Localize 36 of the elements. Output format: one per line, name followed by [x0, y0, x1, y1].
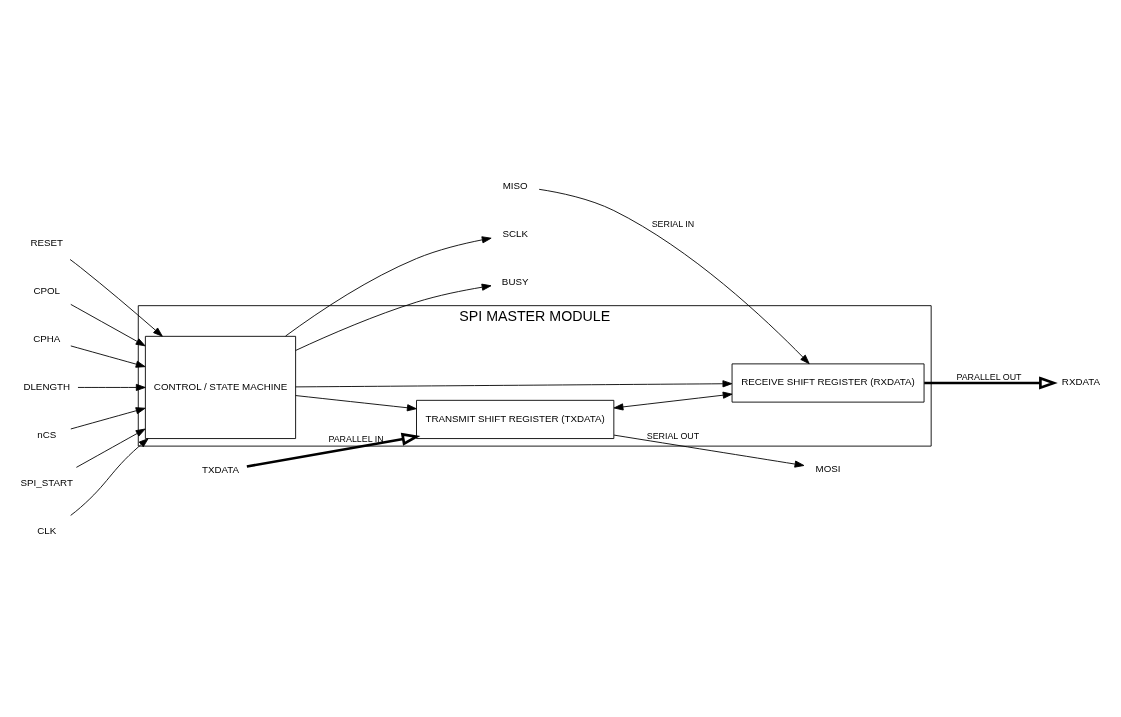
arrow [70, 344, 146, 368]
edge-label: SERIAL OUT [646, 430, 700, 441]
node-text: CPOL [33, 284, 61, 296]
node-text: CPHA [33, 332, 61, 344]
node-text: RESET [30, 236, 63, 248]
node-text: SPI_START [20, 476, 73, 488]
node-text: BUSY [501, 275, 529, 287]
arrow [75, 428, 146, 468]
arrow [613, 391, 733, 410]
node-text: nCS [37, 428, 57, 440]
arrow [613, 434, 805, 468]
arrow [295, 379, 733, 387]
node-box: RECEIVE SHIFT REGISTER (RXDATA) [731, 362, 925, 403]
arrow [70, 437, 149, 516]
node-text: MISO [502, 179, 528, 191]
node-text: SCLK [502, 227, 528, 239]
node-box: CONTROL / STATE MACHINE [144, 335, 297, 439]
node-text: DLENGTH [23, 380, 71, 392]
node-text: MOSI [815, 462, 841, 474]
node-box: TRANSMIT SHIFT REGISTER (TXDATA) [416, 399, 615, 439]
edge-label: SERIAL IN [651, 218, 695, 229]
arrow [69, 258, 163, 337]
node-text: RXDATA [1061, 375, 1101, 387]
node-text: CLK [37, 524, 57, 536]
edge-label: PARALLEL OUT [956, 371, 1022, 382]
node-text: TXDATA [201, 463, 240, 475]
arrow [295, 283, 492, 351]
edge-label: PARALLEL IN [328, 433, 384, 444]
arrow [538, 188, 810, 364]
arrow [77, 383, 146, 391]
arrow [246, 432, 421, 468]
arrow [70, 406, 146, 429]
arrow [924, 375, 1058, 390]
arrow [70, 303, 146, 346]
arrow [285, 235, 492, 336]
arrow [295, 394, 417, 411]
